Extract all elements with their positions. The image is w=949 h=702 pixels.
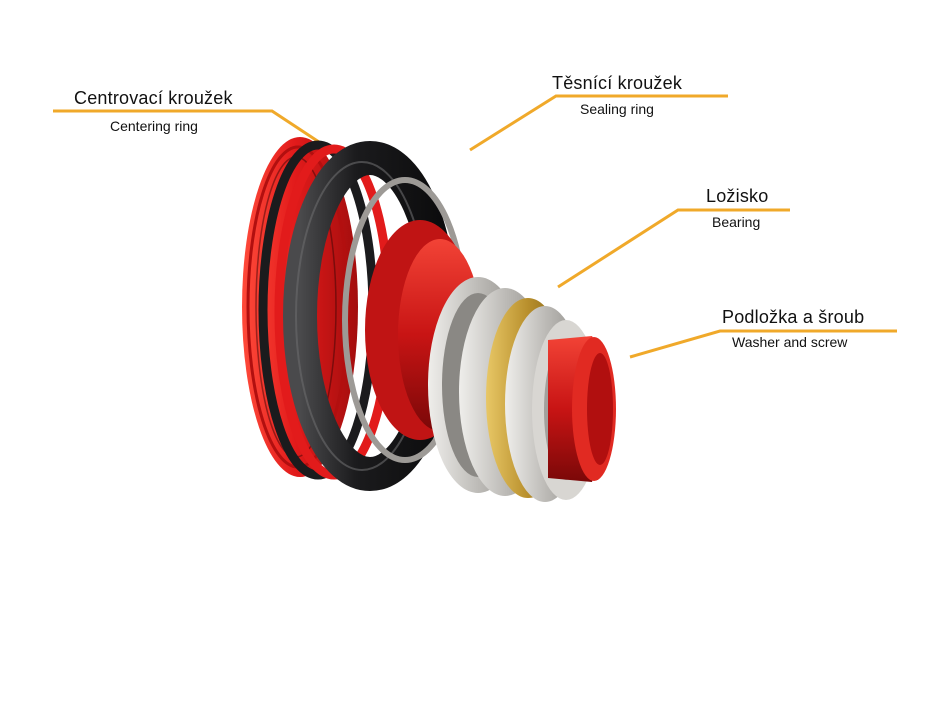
centering-ring-label-cz: Centrovací kroužek — [74, 88, 233, 108]
bearing-label-en: Bearing — [712, 214, 761, 230]
bearing-stack — [428, 277, 600, 502]
sealing-ring-label-cz: Těsnící kroužek — [552, 73, 683, 93]
bearing-label-cz: Ložisko — [706, 186, 769, 206]
leader-bearing — [557, 208, 790, 289]
washer-screw-label-en: Washer and screw — [732, 334, 848, 350]
washer-screw-label-cz: Podložka a šroub — [722, 307, 865, 327]
leader-washer — [629, 329, 897, 359]
centering-ring-label-en: Centering ring — [110, 118, 198, 134]
screw — [548, 336, 616, 482]
sealing-ring-label-en: Sealing ring — [580, 101, 654, 117]
leader-sealing — [469, 94, 728, 152]
